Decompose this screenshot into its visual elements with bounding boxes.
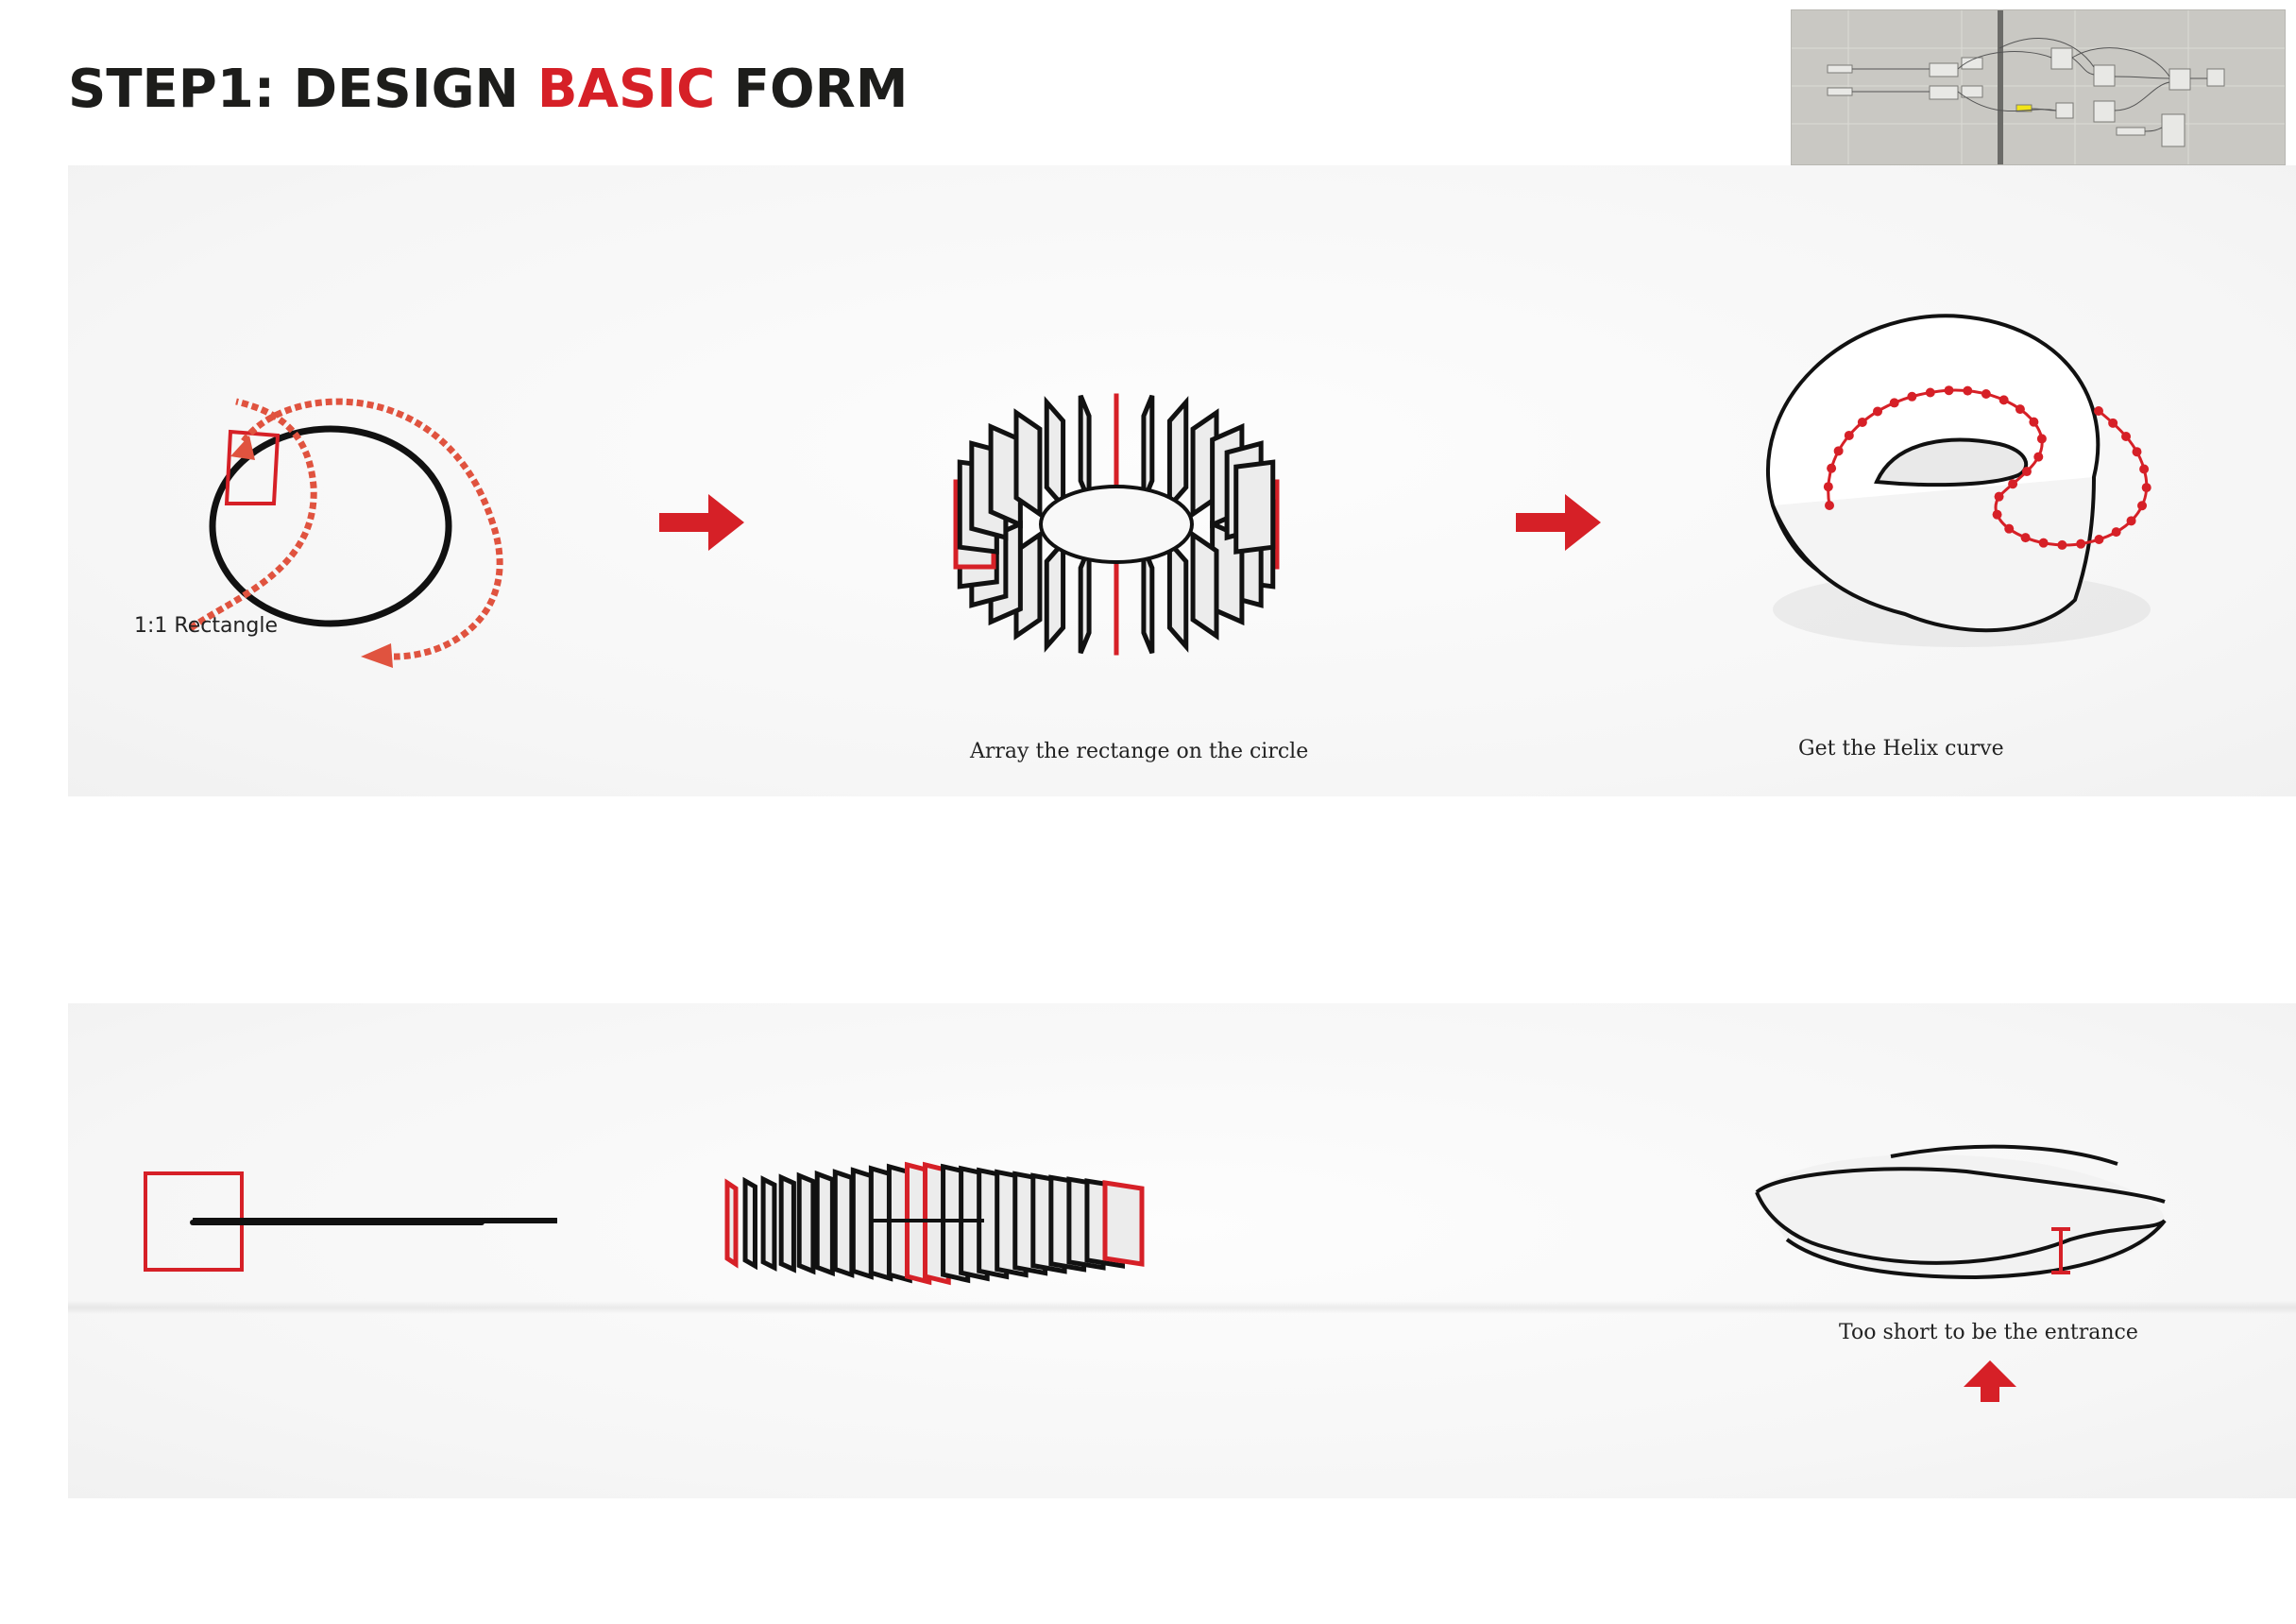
helix-point — [2076, 538, 2086, 549]
helix-point — [2008, 479, 2018, 489]
helix-point — [1844, 430, 1854, 440]
helix-point — [1873, 406, 1883, 417]
helix-point — [1889, 398, 1899, 408]
array-caption: Array the rectange on the circle — [970, 740, 1309, 763]
helix-point — [2020, 533, 2031, 543]
title-prefix: STEP1: DESIGN — [68, 59, 519, 120]
entrance-caption: Too short to be the entrance — [1839, 1321, 2138, 1344]
fin-side — [778, 1173, 796, 1274]
helix-point — [2036, 434, 2047, 444]
helix-point — [1963, 385, 1973, 396]
helix-point — [2141, 483, 2151, 493]
fin — [1166, 396, 1189, 513]
helix-point — [1857, 417, 1867, 427]
ground-shadow — [68, 1301, 2296, 1314]
helix-surface — [1766, 314, 2151, 647]
helix-point — [2126, 516, 2136, 526]
fin — [1141, 394, 1155, 503]
fin — [1013, 408, 1043, 519]
helix-point — [2057, 539, 2067, 550]
grasshopper-definition-thumbnail — [1791, 9, 2286, 165]
arrayed-rectangles-ring — [953, 393, 1280, 656]
helix-side-view — [1755, 1144, 2167, 1280]
fin-side — [742, 1176, 757, 1271]
helix-point — [1825, 501, 1834, 510]
helix-point — [2137, 501, 2148, 511]
helix-point — [1992, 509, 2002, 520]
helix-point — [1998, 395, 2009, 405]
fin-side — [886, 1163, 912, 1284]
up-arrow-icon — [1964, 1360, 2016, 1402]
helix-point — [2033, 452, 2044, 462]
fin — [1166, 536, 1189, 653]
fin-side — [832, 1169, 855, 1278]
helix-point — [1981, 388, 1991, 399]
helix-point — [1944, 385, 1954, 396]
highlighted-fin-side — [724, 1178, 739, 1269]
helix-point — [2038, 538, 2049, 548]
helix-point — [1833, 446, 1844, 456]
circle-edge-line — [190, 1220, 485, 1225]
rectangle-caption: 1:1 Rectangle — [134, 614, 278, 638]
side-view-panel: Too short to be the entrance — [68, 1003, 2296, 1498]
fin — [1078, 394, 1092, 503]
right-arrow-icon — [659, 494, 744, 551]
helix-caption: Get the Helix curve — [1798, 737, 2004, 761]
fin-side — [760, 1175, 777, 1272]
helix-point — [2029, 417, 2039, 427]
right-arrow-icon — [1516, 494, 1601, 551]
helix-point — [2111, 527, 2121, 538]
fin-side — [796, 1171, 816, 1275]
fin — [1078, 546, 1092, 655]
fin — [1044, 536, 1066, 653]
title-suffix: FORM — [733, 59, 909, 120]
fin — [1233, 459, 1276, 555]
top-view-panel: 1:1 Rectangle Array the rectange on the … — [68, 165, 2296, 796]
helix-point — [2132, 447, 2142, 457]
fin — [1141, 546, 1155, 655]
fin-side — [814, 1170, 835, 1277]
helix-point — [2121, 432, 2132, 442]
title-accent: BASIC — [536, 59, 716, 120]
fin-side — [868, 1165, 893, 1282]
fin — [1190, 530, 1219, 641]
page-title: STEP1: DESIGN BASIC FORM — [68, 59, 908, 120]
helix-point — [1827, 463, 1837, 473]
fin — [1044, 396, 1066, 513]
helix-point — [1925, 387, 1935, 398]
helix-point — [1823, 482, 1833, 492]
highlighted-fin-side — [1102, 1180, 1145, 1267]
arrayed-rectangles-side — [724, 1161, 1145, 1286]
helix-point — [2004, 523, 2015, 534]
helix-point — [2015, 404, 2025, 415]
fin-side — [850, 1167, 874, 1280]
helix-point — [2139, 464, 2150, 474]
helix-point — [2108, 418, 2118, 428]
rectangle-on-circle-diagram — [188, 398, 503, 668]
helix-point — [2021, 467, 2032, 477]
helix-point — [1907, 391, 1917, 402]
ring-opening — [1039, 485, 1194, 564]
helix-point — [1994, 491, 2004, 502]
helix-point — [2094, 534, 2104, 544]
helix-point — [2094, 406, 2103, 416]
